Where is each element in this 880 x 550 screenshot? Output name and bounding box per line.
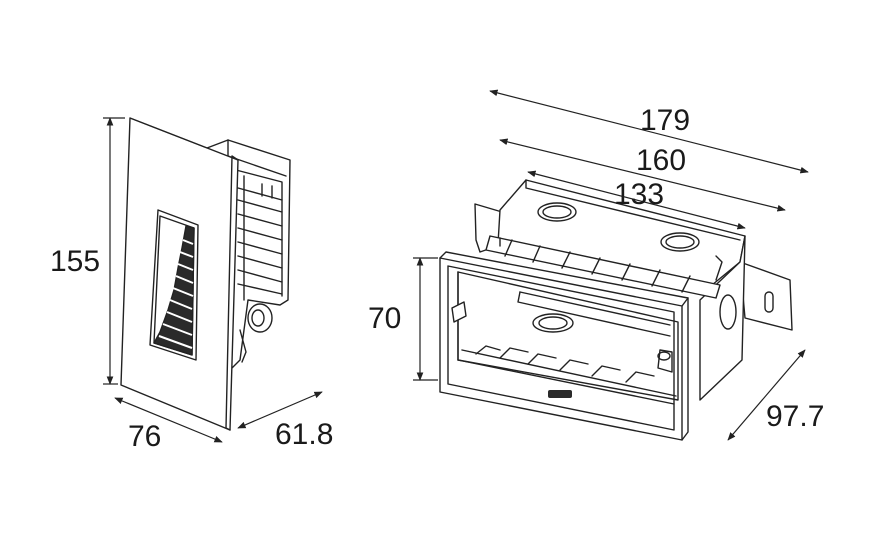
dimension-box-133: 133 bbox=[527, 170, 746, 230]
box-bottom-ribs bbox=[461, 345, 677, 398]
dimension-front-height: 155 bbox=[50, 117, 125, 385]
knockout-hole-side bbox=[719, 294, 737, 330]
installation-box: 179 160 133 70 97.7 bbox=[368, 89, 824, 441]
box-inner-cavity bbox=[457, 271, 679, 401]
dimension-front-width: 76 bbox=[114, 397, 223, 453]
dimension-box-70: 70 bbox=[368, 257, 438, 381]
dimension-label-76: 76 bbox=[128, 420, 161, 453]
dimension-label-97-7: 97.7 bbox=[766, 400, 824, 433]
dimension-label-179: 179 bbox=[640, 104, 690, 137]
box-top-ribs bbox=[485, 235, 723, 299]
dimension-label-61-8: 61.8 bbox=[275, 418, 333, 451]
dimension-label-155: 155 bbox=[50, 245, 100, 278]
box-mounting-tab-right bbox=[739, 261, 793, 331]
step-light-fixture: 155 76 61.8 bbox=[50, 117, 333, 453]
dimension-label-70: 70 bbox=[368, 302, 401, 335]
fixture-louvre-aperture bbox=[149, 209, 199, 361]
box-front-frame bbox=[439, 251, 689, 441]
dimension-box-97-7: 97.7 bbox=[727, 349, 824, 441]
dimension-label-133: 133 bbox=[614, 178, 664, 211]
dimension-front-depth: 61.8 bbox=[237, 391, 333, 451]
dimension-label-160: 160 bbox=[636, 144, 686, 177]
